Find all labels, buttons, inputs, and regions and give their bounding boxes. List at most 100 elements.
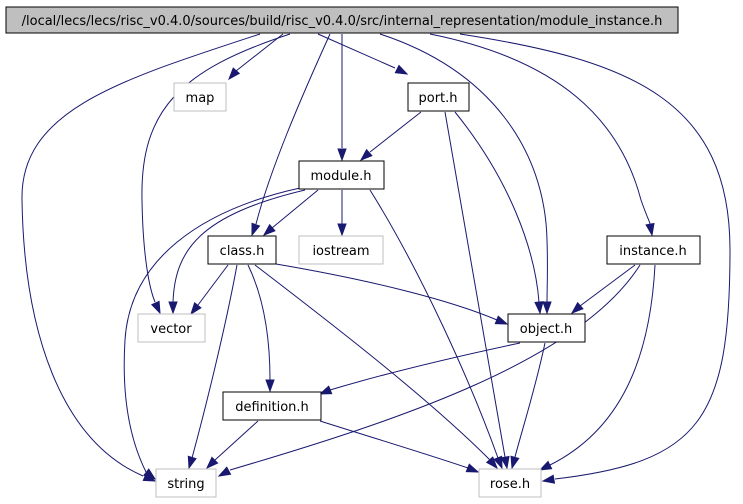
edge-line xyxy=(275,263,498,321)
edge-definition-to-string xyxy=(205,420,259,470)
node-label: instance.h xyxy=(619,244,686,259)
node-box xyxy=(222,391,322,421)
edge-module-to-vector xyxy=(168,189,306,315)
node-box xyxy=(298,160,385,190)
node-box xyxy=(207,235,277,265)
arrowhead-icon xyxy=(205,456,219,470)
edge-line xyxy=(454,111,540,303)
node-label: port.h xyxy=(418,91,457,106)
edge-module-instance-to-rose xyxy=(459,33,731,484)
edge-class-to-rose xyxy=(254,264,498,470)
edge-class-to-definition xyxy=(247,264,275,393)
edge-instance-to-rose xyxy=(538,264,656,471)
edge-module-to-rose xyxy=(369,189,503,470)
node-box xyxy=(478,468,542,498)
edge-line xyxy=(429,33,651,225)
node-definition[interactable]: definition.h xyxy=(222,391,322,421)
node-box xyxy=(5,6,679,34)
node-rose[interactable]: rose.h xyxy=(478,468,542,498)
edge-line xyxy=(254,264,491,461)
arrowhead-icon xyxy=(485,456,498,470)
edge-line xyxy=(21,33,261,477)
edge-line xyxy=(235,33,284,72)
arrowhead-icon xyxy=(500,455,510,470)
arrowhead-icon xyxy=(493,455,503,470)
edge-module-to-string xyxy=(123,187,301,480)
edge-line xyxy=(514,342,546,458)
edge-line xyxy=(444,111,506,458)
node-box xyxy=(137,313,206,343)
edge-port-to-module xyxy=(359,111,422,161)
edge-module-instance-to-module xyxy=(337,34,347,162)
edge-module-instance-to-vector xyxy=(141,33,291,315)
arrowhead-icon xyxy=(541,474,556,484)
arrowhead-icon xyxy=(534,301,544,315)
arrowhead-icon xyxy=(359,148,373,161)
node-box xyxy=(155,468,217,498)
edge-line xyxy=(369,111,422,153)
arrowhead-icon xyxy=(394,64,409,75)
node-vector[interactable]: vector xyxy=(137,313,206,343)
arrowhead-icon xyxy=(187,455,197,470)
arrowhead-icon xyxy=(538,460,553,471)
edge-class-to-object xyxy=(275,263,509,325)
edge-module-to-iostream xyxy=(337,190,347,237)
arrowhead-icon xyxy=(262,223,276,236)
edge-module-instance-to-class xyxy=(251,33,331,237)
edge-class-to-vector xyxy=(190,264,229,316)
node-class[interactable]: class.h xyxy=(207,235,277,265)
edge-module-instance-to-map xyxy=(228,33,284,81)
node-box xyxy=(173,82,227,112)
edge-module-to-class xyxy=(262,189,319,236)
edge-line xyxy=(549,264,656,466)
edge-module-instance-to-port xyxy=(317,33,409,75)
edge-definition-to-rose xyxy=(319,420,480,473)
arrowhead-icon xyxy=(228,67,241,81)
node-object[interactable]: object.h xyxy=(507,313,586,343)
node-label: object.h xyxy=(520,322,572,337)
edge-class-to-string xyxy=(187,264,238,470)
arrowhead-icon xyxy=(465,463,480,473)
edge-line xyxy=(255,33,331,225)
edge-object-to-rose xyxy=(510,342,546,470)
edge-module-instance-to-object xyxy=(379,33,552,315)
node-label: class.h xyxy=(220,244,265,259)
node-label: module.h xyxy=(310,169,371,184)
edge-module-instance-to-instance xyxy=(429,33,655,237)
node-port[interactable]: port.h xyxy=(407,82,470,112)
arrowhead-icon xyxy=(150,300,161,315)
arrowhead-icon xyxy=(542,301,552,315)
arrowhead-icon xyxy=(251,222,261,237)
edge-line xyxy=(141,33,291,303)
edge-line xyxy=(379,33,548,303)
edge-line xyxy=(197,264,229,306)
arrowhead-icon xyxy=(510,455,520,470)
edge-port-to-object xyxy=(454,111,544,315)
edge-line xyxy=(369,189,499,459)
node-instance[interactable]: instance.h xyxy=(606,235,701,265)
edge-line xyxy=(247,264,271,381)
node-string[interactable]: string xyxy=(155,468,217,498)
edge-line xyxy=(319,420,469,469)
node-iostream[interactable]: iostream xyxy=(298,235,384,265)
arrowhead-icon xyxy=(265,379,275,393)
arrowhead-icon xyxy=(337,148,347,162)
node-box xyxy=(606,235,701,265)
edge-line xyxy=(191,264,238,459)
edge-object-to-definition xyxy=(318,342,521,395)
node-module[interactable]: module.h xyxy=(298,160,385,190)
node-box xyxy=(298,235,384,265)
node-box xyxy=(507,313,586,343)
edge-line xyxy=(579,264,636,307)
edge-line xyxy=(214,420,259,461)
edge-instance-to-object xyxy=(570,264,636,314)
node-module-instance[interactable]: /local/lecs/lecs/risc_v0.4.0/sources/bui… xyxy=(5,6,679,34)
node-map[interactable]: map xyxy=(173,82,227,112)
arrowhead-icon xyxy=(168,301,178,315)
node-label: rose.h xyxy=(490,477,530,492)
arrowhead-icon xyxy=(143,468,157,480)
arrowhead-icon xyxy=(190,302,202,316)
edge-instance-to-string xyxy=(217,264,641,477)
node-box xyxy=(407,82,470,112)
